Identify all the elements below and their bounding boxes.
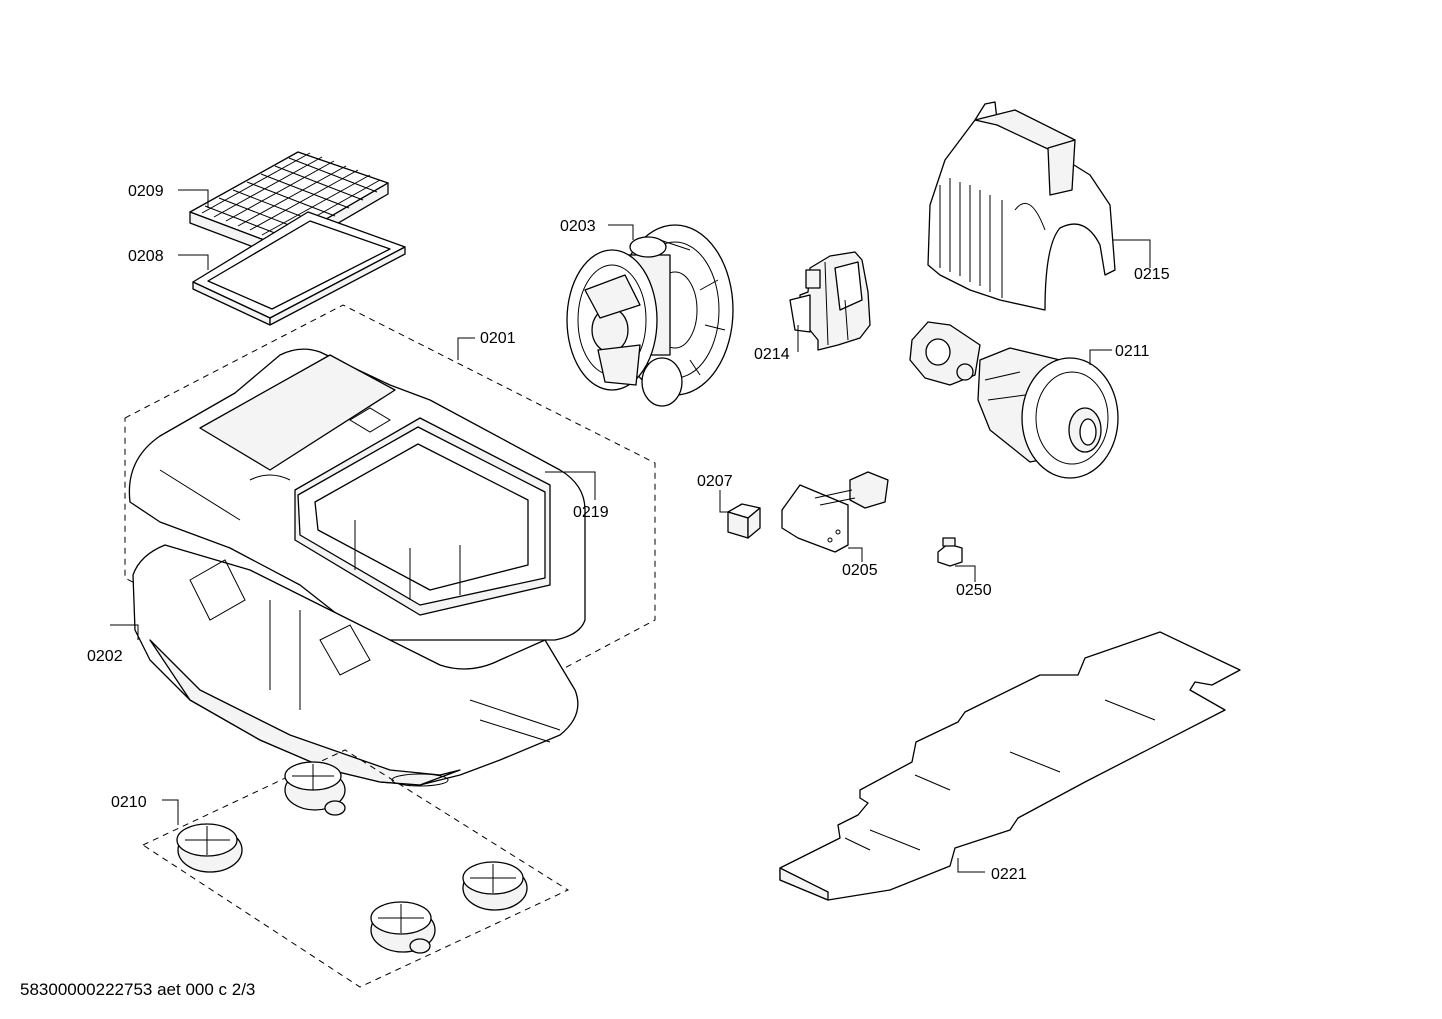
- callout-0207: 0207: [697, 473, 733, 490]
- wheel-3: [462, 861, 528, 911]
- packaging-insert-part: [779, 631, 1241, 901]
- callout-0201: 0201: [480, 330, 516, 347]
- callout-0203: 0203: [560, 218, 596, 235]
- callout-0219: 0219: [573, 504, 609, 521]
- filter-frame-part: [192, 211, 406, 326]
- small-switch-part: [937, 537, 963, 567]
- callout-0208: 0208: [128, 248, 164, 265]
- motor-part: [909, 321, 1119, 479]
- motor-housing-part: [927, 101, 1116, 311]
- wheel-1: [176, 823, 243, 873]
- wheel-2: [284, 761, 346, 816]
- callout-0209: 0209: [128, 183, 164, 200]
- switch-bracket-part: [789, 251, 871, 351]
- callout-0214: 0214: [754, 346, 790, 363]
- electronic-board-part: [781, 471, 889, 553]
- connector-block-part: [727, 503, 761, 539]
- upper-body-part: [124, 304, 656, 739]
- callout-0202: 0202: [87, 648, 123, 665]
- leader-lines: [110, 189, 1151, 873]
- callout-0205: 0205: [842, 562, 878, 579]
- callout-0210: 0210: [111, 794, 147, 811]
- callout-0215: 0215: [1134, 266, 1170, 283]
- callout-0221: 0221: [991, 866, 1027, 883]
- lower-body-part: [132, 544, 579, 787]
- wheel-4: [370, 901, 436, 954]
- callout-labels: 0209 0208 0203 0201 0214 0215 0211 0219 …: [87, 183, 1170, 883]
- filter-grid-part: [189, 151, 389, 258]
- wheels-part: [141, 749, 570, 988]
- document-id: 58300000222753 aet 000 c 2/3: [20, 980, 256, 999]
- callout-0250: 0250: [956, 582, 992, 599]
- callout-0211: 0211: [1115, 343, 1150, 360]
- cable-reel-part: [566, 224, 734, 407]
